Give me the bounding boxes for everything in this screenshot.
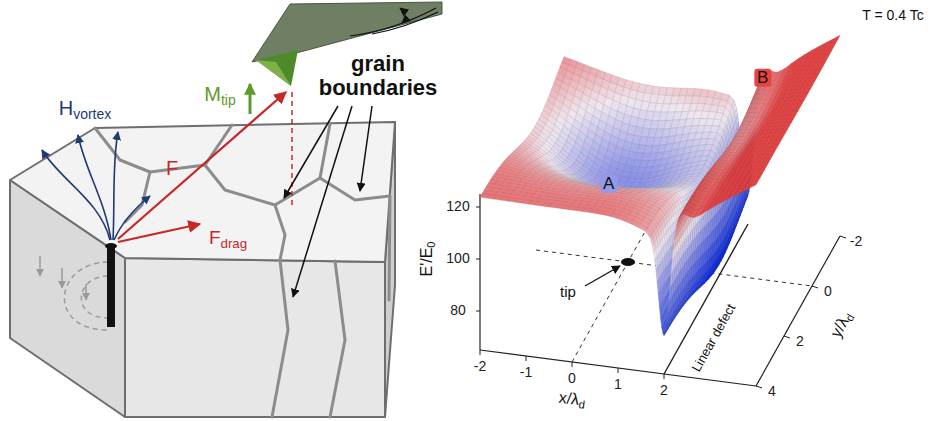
field-line bbox=[114, 196, 150, 240]
force-arrow bbox=[118, 92, 286, 239]
current-arrow bbox=[39, 256, 41, 276]
vortex-core-top bbox=[105, 243, 117, 249]
grain-boundary-lines bbox=[95, 124, 390, 417]
leader-arrow bbox=[360, 106, 372, 191]
leader-arrow bbox=[284, 106, 338, 198]
slab-top-face bbox=[10, 122, 395, 262]
tick-mark bbox=[664, 374, 665, 379]
slab-front-face bbox=[125, 258, 385, 417]
grain-boundary bbox=[320, 178, 390, 200]
deflection-arrow bbox=[400, 8, 406, 23]
field-line bbox=[42, 150, 110, 240]
current-arrow bbox=[61, 268, 63, 288]
tick-mark bbox=[526, 356, 527, 361]
grain-boundary bbox=[275, 124, 330, 205]
grain-boundary bbox=[389, 196, 390, 300]
floor-guide bbox=[572, 212, 656, 362]
grain-boundary bbox=[330, 261, 345, 417]
force-vectors bbox=[118, 84, 292, 242]
current-loop bbox=[81, 276, 108, 318]
cantilever-beam bbox=[252, 2, 442, 62]
tick-mark bbox=[812, 286, 818, 288]
vortex-cut bbox=[40, 243, 117, 330]
callout-arrows bbox=[284, 106, 372, 297]
plot-floor bbox=[476, 194, 846, 388]
current-arrow bbox=[85, 284, 87, 300]
z-axis-line bbox=[479, 194, 480, 350]
magnetization-arrow bbox=[249, 84, 252, 114]
deflection-curve bbox=[350, 8, 436, 36]
cantilever bbox=[252, 2, 442, 86]
grain-boundary bbox=[272, 260, 288, 417]
tick-mark bbox=[618, 368, 619, 373]
tick-mark bbox=[476, 259, 480, 260]
energy-surface bbox=[480, 35, 840, 335]
grain-boundary bbox=[150, 125, 232, 172]
vortex-core bbox=[107, 247, 115, 327]
tick-mark bbox=[784, 336, 790, 338]
tick-mark bbox=[572, 362, 573, 367]
field-line bbox=[113, 132, 118, 240]
drag-force-arrow bbox=[118, 224, 200, 242]
tick-mark bbox=[840, 236, 846, 238]
magnetic-tip-face bbox=[256, 60, 291, 86]
magnetic-tip bbox=[256, 50, 298, 86]
field-line bbox=[78, 135, 111, 240]
current-loop bbox=[64, 262, 108, 330]
tick-mark bbox=[476, 311, 480, 312]
tick-mark bbox=[476, 207, 480, 208]
leader-arrow bbox=[293, 106, 352, 297]
defect-line bbox=[664, 224, 748, 374]
tick-mark bbox=[480, 350, 481, 355]
y-axis-line bbox=[756, 236, 840, 386]
tick-mark bbox=[756, 386, 762, 388]
grain-boundary bbox=[205, 165, 285, 260]
projection-line bbox=[291, 92, 293, 205]
